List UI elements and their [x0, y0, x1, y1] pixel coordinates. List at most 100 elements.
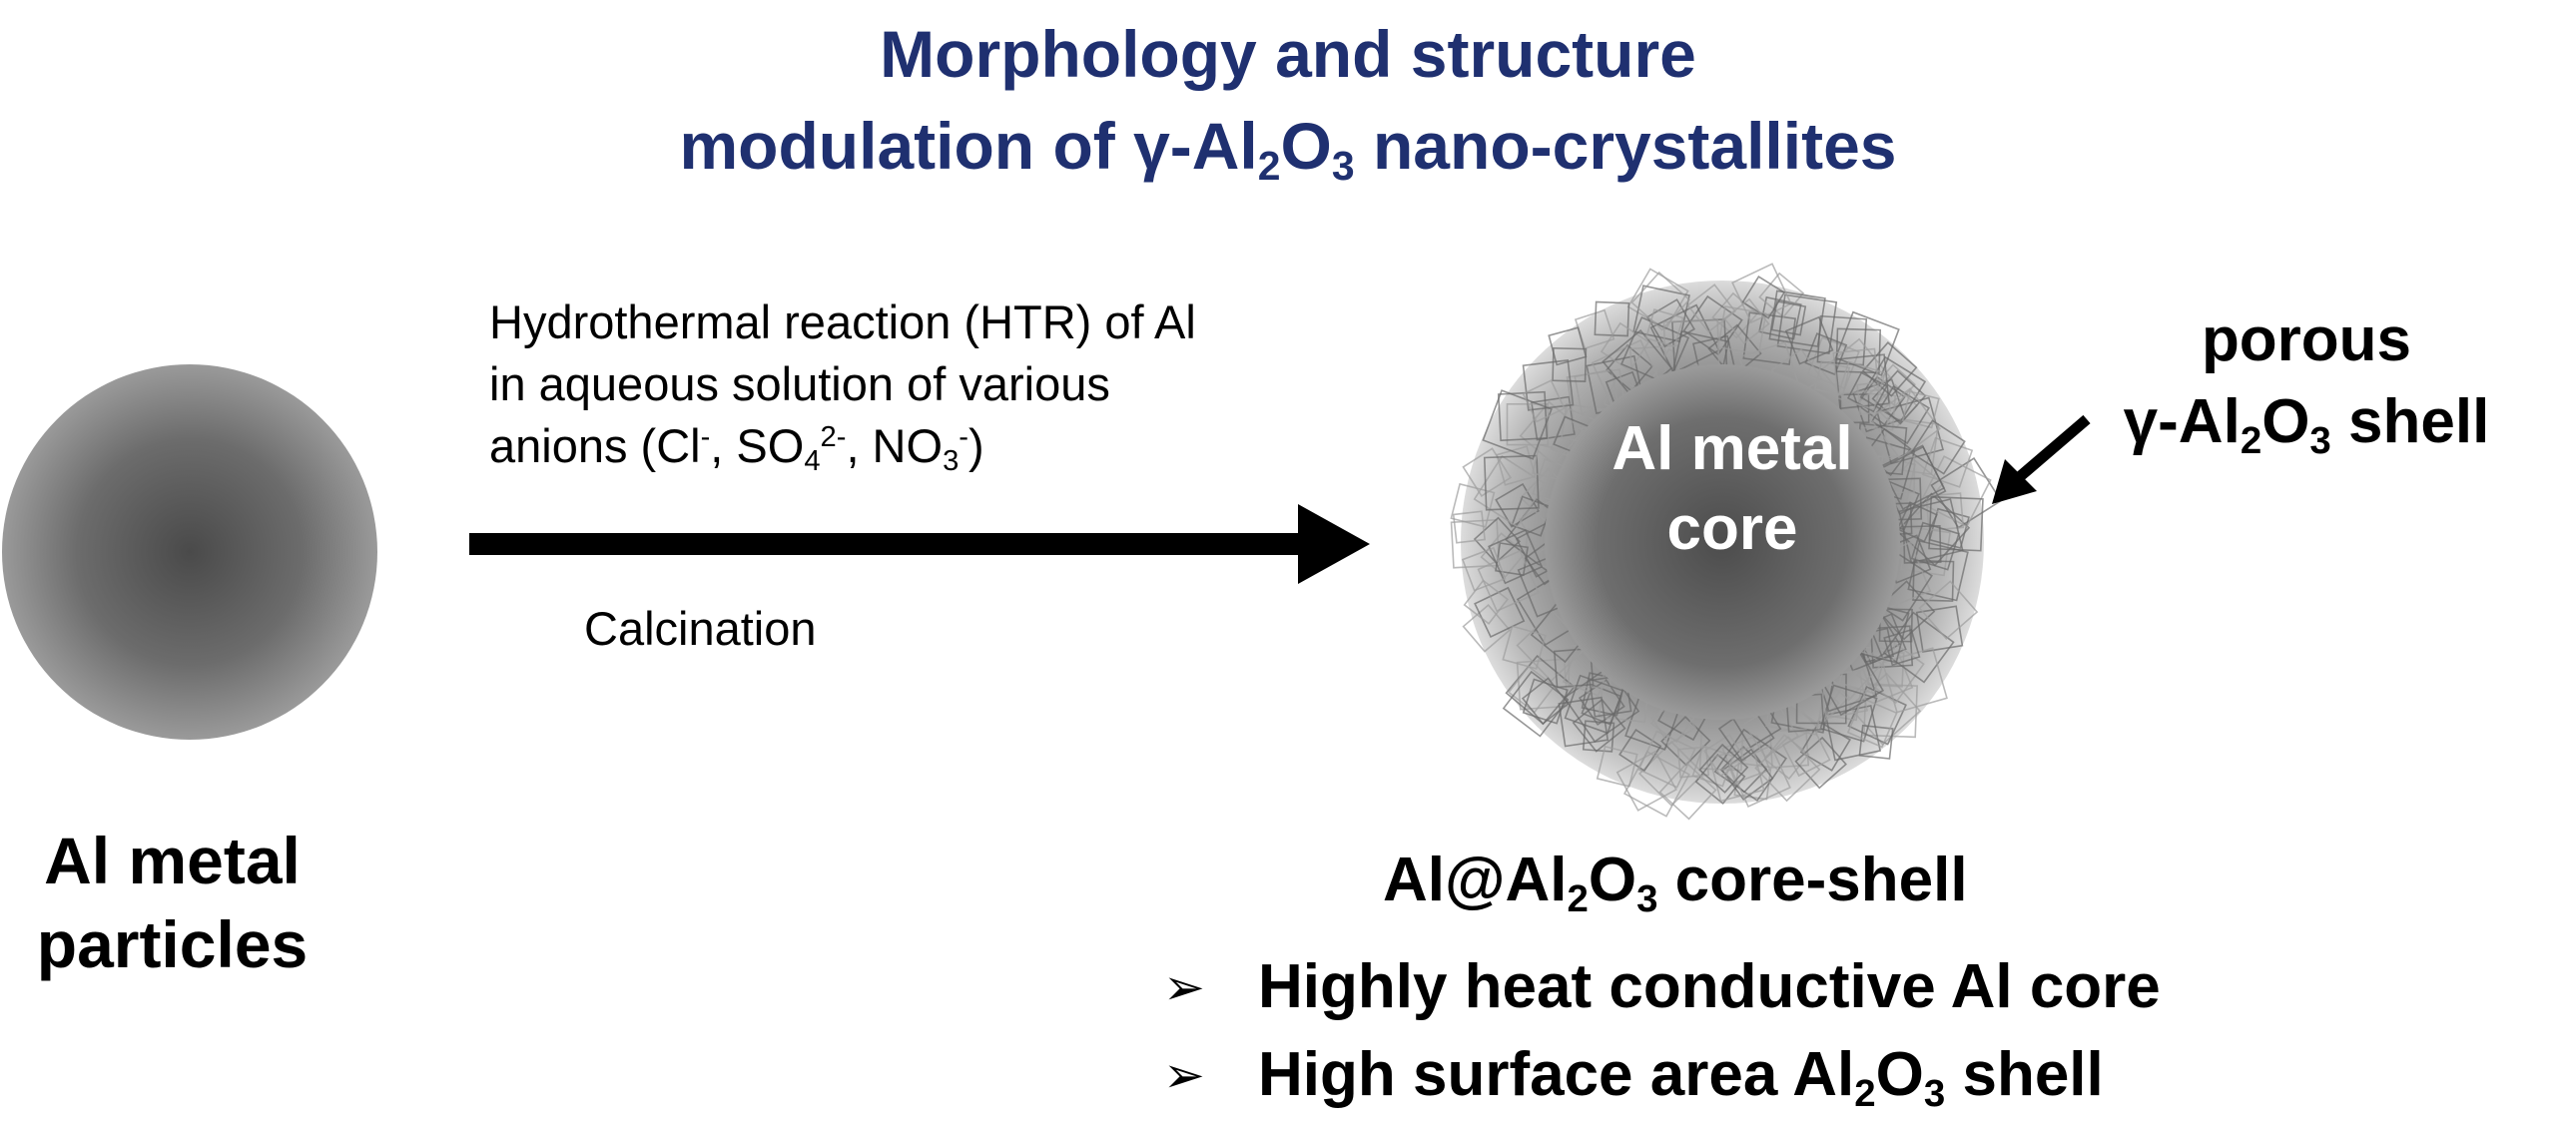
nitrate-charge: - [959, 420, 968, 453]
shell-label-line-1: porous [2201, 305, 2412, 374]
crystallite-facet [1462, 447, 1513, 497]
crystallite-facet [1596, 745, 1638, 788]
sulfate-charge: 2- [820, 420, 847, 453]
crystallite-facet [1883, 628, 1921, 667]
crystallite-facet [1859, 355, 1927, 423]
al-particles-line-2: particles [36, 907, 309, 981]
process-line-3: anions (Cl-, SO42-, NO3-) [489, 415, 1196, 477]
crystallite-facet [1619, 316, 1690, 386]
pointer-arrow-icon [1992, 414, 2091, 504]
crystallite-facet [1473, 454, 1547, 528]
core-shell-caption: Al@Al2O3 core-shell [1383, 841, 1968, 920]
crystallite-facet [1901, 390, 1940, 429]
crystallite-facet [1615, 750, 1677, 812]
crystallite-facet [1522, 379, 1566, 423]
feature-item: ➢Highly heat conductive Al core [1163, 943, 2161, 1031]
crystallite-facet [1474, 586, 1526, 638]
core-shell-text: Al@Al [1383, 846, 1568, 914]
process-line-1: Hydrothermal reaction (HTR) of Al [489, 295, 1196, 348]
crystallite-facet [1921, 436, 1974, 488]
core-label: Al metal core [1523, 409, 1942, 569]
crystallite-facet [1638, 740, 1705, 808]
crystallite-facet [1799, 720, 1851, 772]
crystallite-facet [1770, 300, 1807, 336]
crystallite-facet [1880, 445, 1946, 511]
crystallite-facet [1488, 529, 1544, 585]
arrow-right-icon [469, 504, 1370, 584]
al-particles-label: Al metal particles [0, 819, 344, 986]
crystallite-facet [1819, 684, 1878, 743]
crystallite-facet [1462, 604, 1512, 653]
anion-nitrate: , NO [846, 419, 944, 472]
crystallite-facet [1881, 647, 1948, 714]
anion-chloride: anions (Cl [489, 419, 701, 472]
shell-label-line-2: γ-Al2O3 shell [2037, 381, 2576, 463]
title-line-2: modulation of γ-Al2O3 nano-crystallites [0, 100, 2576, 192]
core-shell-subscript-3: 3 [1636, 876, 1658, 920]
title-subscript-3: 3 [1331, 143, 1355, 190]
feature-list: ➢Highly heat conductive Al core ➢High su… [1163, 943, 2161, 1119]
title-line-2-oxygen: O [1280, 109, 1332, 183]
anion-sulfate: , SO [710, 419, 805, 472]
crystallite-facet [1836, 360, 1887, 411]
crystallite-facet [1915, 605, 1964, 653]
title-line-2-suffix: nano-crystallites [1354, 109, 1897, 183]
crystallite-facet [1776, 293, 1838, 355]
arrow-bullet-icon: ➢ [1163, 1047, 1205, 1103]
crystallite-facet [1558, 696, 1610, 748]
feature-oxygen: O [1875, 1040, 1924, 1109]
core-shell-subscript-2: 2 [1567, 876, 1589, 920]
crystallite-facet [1461, 546, 1507, 592]
crystallite-facet [1863, 683, 1918, 739]
crystallite-facet [1768, 289, 1826, 347]
core-label-line-2: core [1666, 494, 1798, 563]
al-particles-line-1: Al metal [44, 824, 301, 897]
crystallite-facet [1618, 728, 1662, 773]
crystallite-facet [1658, 762, 1717, 821]
process-line-2: in aqueous solution of various [489, 357, 1110, 410]
feature-subscript-2: 2 [1854, 1071, 1876, 1115]
crystallite-facet [1781, 728, 1831, 778]
crystallite-facet [1694, 754, 1746, 805]
crystallite-facet [1691, 745, 1734, 788]
crystallite-facet [1898, 498, 1964, 564]
shell-label: porous γ-Al2O3 shell [2037, 299, 2576, 463]
crystallite-facet [1502, 625, 1547, 670]
process-description: Hydrothermal reaction (HTR) of Al in aqu… [489, 291, 1196, 477]
crystallite-facet [1834, 310, 1900, 376]
chloride-charge: - [700, 420, 711, 453]
crystallite-facet [1594, 300, 1630, 337]
diagram-title: Morphology and structure modulation of γ… [0, 8, 2576, 192]
crystallite-facet [1522, 678, 1569, 725]
arrow-bullet-icon: ➢ [1163, 959, 1205, 1015]
sulfate-subscript: 4 [804, 445, 821, 478]
crystallite-facet [1502, 670, 1570, 738]
crystallite-facet [1452, 510, 1487, 544]
crystallite-facet [1919, 455, 1992, 528]
crystallite-facet [1463, 579, 1510, 625]
shell-label-oxygen: O [2261, 387, 2310, 456]
crystallite-facet [1868, 387, 1941, 460]
crystallite-facet [1589, 674, 1632, 718]
core-label-line-1: Al metal [1611, 414, 1853, 483]
crystallite-facet [1910, 521, 1960, 571]
crystallite-facet [1637, 730, 1696, 789]
title-line-2-text: modulation of γ-Al [679, 109, 1258, 183]
crystallite-facet [1507, 665, 1556, 714]
shell-subscript-3: 3 [2309, 418, 2331, 462]
shell-label-text: γ-Al [2123, 387, 2241, 456]
calcination-label: Calcination [584, 602, 817, 655]
crystallite-facet [1703, 734, 1747, 778]
crystallite-facet [1846, 697, 1898, 749]
crystallite-facet [1794, 736, 1847, 790]
core-shell-oxygen: O [1588, 846, 1637, 914]
title-line-1: Morphology and structure [880, 17, 1696, 91]
crystallite-facet [1483, 454, 1540, 511]
crystallite-facet [1869, 625, 1914, 669]
core-shell-suffix: core-shell [1657, 846, 1968, 914]
feature-item: ➢High surface area Al2O3 shell [1163, 1031, 2161, 1119]
nitrate-subscript: 3 [943, 445, 960, 478]
crystallite-facet [1814, 360, 1851, 397]
sphere-icon [2, 364, 377, 740]
